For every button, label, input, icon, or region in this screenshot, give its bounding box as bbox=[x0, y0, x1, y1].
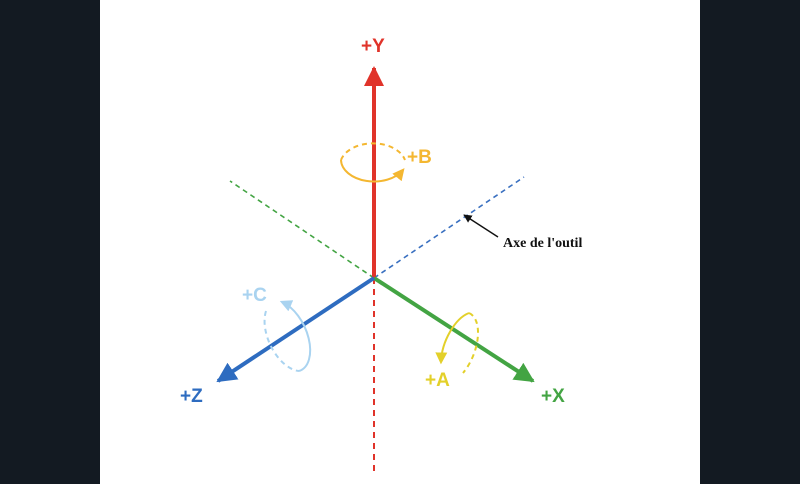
c-rotation-arc-dashed bbox=[263, 310, 300, 372]
b-rotation-label: +B bbox=[407, 147, 432, 168]
c-rotation-label: +C bbox=[242, 285, 267, 306]
y-axis-label: +Y bbox=[361, 36, 385, 57]
z-axis-label: +Z bbox=[180, 386, 203, 407]
x-axis-arrow bbox=[372, 276, 535, 383]
diagram-canvas: +Y +X +Z +B +A +C Axe de l'outil bbox=[100, 0, 700, 484]
tool-axis-label: Axe de l'outil bbox=[503, 236, 582, 251]
b-rotation-arc bbox=[340, 159, 405, 183]
axes-diagram: +Y +X +Z +B +A +C Axe de l'outil bbox=[180, 36, 582, 472]
tool-axis-dashed-line bbox=[373, 176, 525, 279]
a-rotation-label: +A bbox=[425, 370, 450, 391]
a-rotation-arc-dashed bbox=[462, 312, 480, 374]
x-axis-negative-dashed bbox=[229, 180, 375, 279]
a-rotation-arc bbox=[435, 312, 470, 365]
z-axis-arrow bbox=[216, 276, 376, 383]
x-axis-label: +X bbox=[541, 386, 565, 407]
tool-axis-pointer-arrow bbox=[463, 214, 499, 238]
c-rotation-arc bbox=[279, 300, 312, 372]
b-rotation-arc-dashed bbox=[340, 142, 406, 161]
